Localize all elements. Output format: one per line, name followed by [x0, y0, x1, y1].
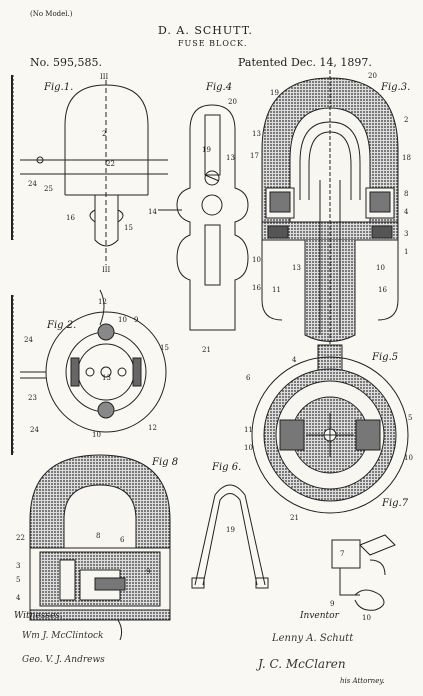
ref-numeral: 8 — [96, 532, 100, 540]
ref-numeral: 9 — [134, 316, 138, 324]
ref-numeral: 5 — [16, 576, 20, 584]
ref-numeral: 10 — [376, 264, 385, 272]
ref-numeral: III — [100, 73, 109, 81]
ref-numeral: 14 — [148, 208, 157, 216]
ref-numeral: 19 — [270, 89, 279, 97]
ref-numeral: 18 — [402, 154, 411, 162]
fig2-label: Fig 2. — [47, 320, 77, 331]
fig6-label: Fig 6. — [212, 462, 242, 473]
ref-numeral: 5 — [408, 414, 412, 422]
model-note: (No Model.) — [30, 10, 73, 18]
ref-numeral: 12 — [148, 424, 157, 432]
ref-numeral: 24 — [24, 336, 33, 344]
ref-numeral: 13 — [102, 374, 111, 382]
figure-1-drawing — [11, 75, 168, 265]
ref-numeral: 24 — [28, 180, 37, 188]
patent-title: FUSE BLOCK. — [178, 39, 248, 48]
ref-numeral: 11 — [272, 286, 281, 294]
ref-numeral: 10 — [404, 454, 413, 462]
ref-numeral: 22 — [106, 160, 115, 168]
ref-numeral: 25 — [44, 185, 53, 193]
ref-numeral: 23 — [28, 394, 37, 402]
ref-numeral: 3 — [16, 562, 20, 570]
ref-numeral: 19 — [226, 526, 235, 534]
ref-numeral: 8 — [404, 190, 408, 198]
inventor-name: D. A. SCHUTT. — [158, 24, 253, 37]
ref-numeral: 10 — [252, 256, 261, 264]
fig8-label: Fig 8 — [152, 457, 179, 468]
fig1-label: Fig.1. — [44, 82, 74, 93]
figure-5-drawing — [251, 344, 409, 514]
ref-numeral: 17 — [250, 152, 259, 160]
inventor-signature: Lenny A. Schutt — [272, 633, 354, 644]
ref-numeral: 16 — [66, 214, 75, 222]
ref-numeral: 2 — [404, 116, 408, 124]
figure-6-drawing — [191, 484, 269, 589]
fig4-label: Fig.4 — [206, 82, 233, 93]
inventor-label: Inventor — [300, 611, 339, 621]
patent-date: Patented Dec. 14, 1897. — [238, 56, 372, 69]
ref-numeral: 10 — [92, 431, 101, 439]
ref-numeral: 20 — [368, 72, 377, 80]
ref-numeral: 13 — [292, 264, 301, 272]
ref-numeral: 12 — [98, 298, 107, 306]
attorney-label: his Attorney. — [340, 677, 385, 685]
attorney-signature: J. C. McClaren — [258, 657, 346, 671]
ref-numeral: 22 — [16, 534, 25, 542]
ref-numeral: 16 — [378, 286, 387, 294]
witness-signature-1: Wm J. McClintock — [22, 631, 104, 641]
ref-numeral: 24 — [30, 426, 39, 434]
ref-numeral: 6 — [246, 374, 251, 382]
ref-numeral: 21 — [202, 346, 211, 354]
reference-numerals: III 2 22 24 25 16 15 III 20 19 13 14 16 … — [16, 72, 413, 622]
witnesses-label: Witnesses. — [14, 611, 63, 621]
fig7-label: Fig.7 — [382, 498, 409, 509]
ref-numeral: 20 — [228, 98, 237, 106]
ref-numeral: 4 — [292, 356, 297, 364]
ref-numeral: 21 — [290, 514, 299, 522]
ref-numeral: 7 — [340, 550, 344, 558]
ref-numeral: 2 — [102, 130, 106, 138]
ref-numeral: 9 — [146, 568, 150, 576]
ref-numeral: 4 — [404, 208, 409, 216]
witness-signature-2: Geo. V. J. Andrews — [22, 655, 105, 665]
figure-7-drawing — [331, 534, 396, 611]
ref-numeral: 13 — [226, 154, 235, 162]
patent-number: No. 595,585. — [30, 56, 103, 69]
ref-numeral: 10 — [362, 614, 371, 622]
figure-2-drawing — [11, 289, 167, 455]
fig3-label: Fig.3. — [381, 82, 411, 93]
ref-numeral: 15 — [160, 344, 169, 352]
ref-numeral: 3 — [404, 230, 408, 238]
ref-numeral: III — [102, 266, 111, 274]
ref-numeral: 6 — [120, 536, 125, 544]
ref-numeral: 10 — [118, 316, 127, 324]
figure-3-drawing — [261, 70, 399, 345]
ref-numeral: 13 — [252, 130, 261, 138]
ref-numeral: 9 — [330, 600, 334, 608]
figure-8-drawing — [29, 454, 171, 641]
ref-numeral: 16 — [252, 284, 261, 292]
ref-numeral: 11 — [244, 426, 253, 434]
fig5-label: Fig.5 — [372, 352, 399, 363]
ref-numeral: 1 — [404, 248, 408, 256]
ref-numeral: 4 — [16, 594, 21, 602]
ref-numeral: 15 — [124, 224, 133, 232]
ref-numeral: 10 — [244, 444, 253, 452]
figure-4-drawing — [158, 104, 249, 331]
ref-numeral: 19 — [202, 146, 211, 154]
